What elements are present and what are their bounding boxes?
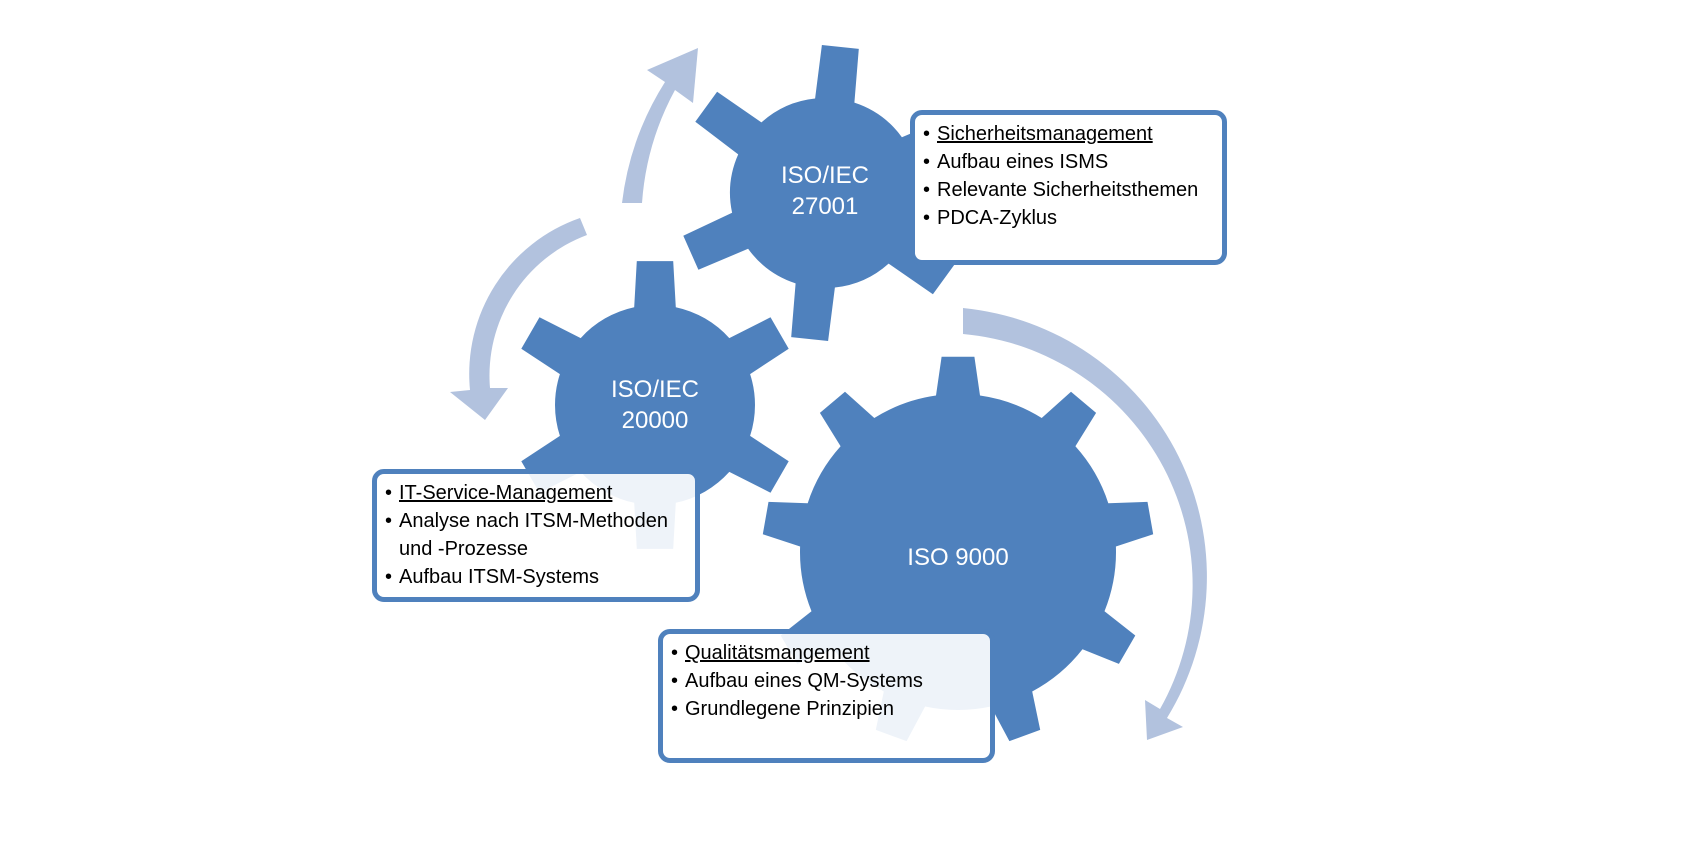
list-item: Aufbau eines ISMS [923,148,1212,176]
info-box-iso20000: IT-Service-Management Analyse nach ITSM-… [372,469,700,602]
list-item: Analyse nach ITSM-Methoden und -Prozesse [385,507,685,563]
arrow-left-curved [450,218,587,420]
box-heading: Qualitätsmangement [685,642,870,664]
info-box-iso27001: Sicherheitsmanagement Aufbau eines ISMS … [910,110,1227,265]
list-item: Relevante Sicherheitsthemen [923,176,1212,204]
gear-9000-label: ISO 9000 [907,544,1008,571]
list-item: PDCA-Zyklus [923,204,1212,232]
list-item: Sicherheitsmanagement [923,120,1212,148]
list-item: Qualitätsmangement [671,639,980,667]
gear-27001: ISO/IEC 27001 [683,45,967,341]
gear-20000-label-line1: ISO/IEC [611,376,699,403]
gear-27001-label-line2: 27001 [792,193,859,220]
gear-27001-label-line1: ISO/IEC [781,162,869,189]
list-item: Aufbau eines QM-Systems [671,667,980,695]
info-box-iso9000: Qualitätsmangement Aufbau eines QM-Syste… [658,629,995,763]
list-item: Grundlegene Prinzipien [671,695,980,723]
arrow-top-left-curved [622,48,698,203]
list-item: Aufbau ITSM-Systems [385,563,685,591]
list-item: IT-Service-Management [385,479,685,507]
box-heading: Sicherheitsmanagement [937,123,1153,145]
arrow-right-curved [963,308,1207,740]
box-heading: IT-Service-Management [399,482,613,504]
gear-20000-label-line2: 20000 [622,407,689,434]
gear-icon [683,45,967,341]
